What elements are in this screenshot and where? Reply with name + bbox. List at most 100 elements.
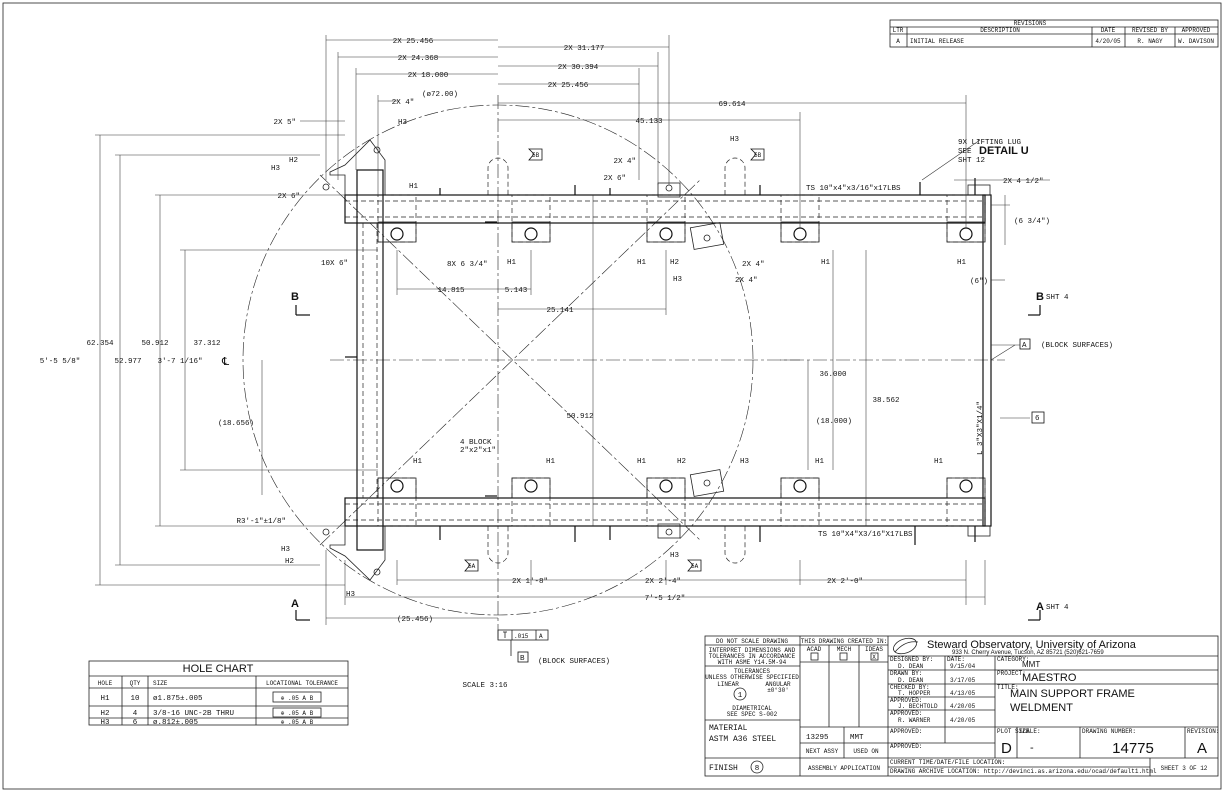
lifting-lug-line-2: SEE xyxy=(958,148,972,156)
revisions-table: REVISIONS LTR DESCRIPTION DATE REVISED B… xyxy=(889,19,1219,48)
flatness-value: .015 xyxy=(514,633,529,640)
title-block: DO NOT SCALE DRAWING INTERPRET DIMENSION… xyxy=(704,635,1219,777)
tolerance-angular-value: ±0°30' xyxy=(767,687,789,694)
designed-by: D. DEAN xyxy=(898,663,924,670)
dim-2x-18000: 2X 18.000 xyxy=(408,72,449,80)
label-h1: H1 xyxy=(637,259,647,267)
interpret-line-1: INTERPRET DIMENSIONS AND xyxy=(709,647,796,654)
dim-dia-72: (ø72.00) xyxy=(422,91,458,99)
dim-2x-25456: 2X 25.456 xyxy=(393,38,434,46)
hole-chart-header-qty: QTY xyxy=(130,680,141,687)
label-h3: H3 xyxy=(670,552,680,560)
frame-plan-view xyxy=(95,35,1050,663)
label-h1: H1 xyxy=(637,458,647,466)
approved-label-1: APPROVED: xyxy=(890,697,922,704)
approved-by-2: R. WARNER xyxy=(898,717,931,724)
block-label-2: 2"x2"x1" xyxy=(460,447,496,455)
tolerance-angular: ANGULAR xyxy=(765,681,791,688)
dim-8x-634: 8X 6 3/4" xyxy=(447,261,488,269)
label-h1: H1 xyxy=(546,458,556,466)
approved-label-2: APPROVED: xyxy=(890,710,922,717)
label-h1: H1 xyxy=(507,259,517,267)
title-line-1: MAIN SUPPORT FRAME xyxy=(1010,688,1135,700)
label-h3: H3 xyxy=(730,136,740,144)
dim-2x-31177: 2X 31.177 xyxy=(564,45,605,53)
dim-14815: 14.815 xyxy=(437,287,465,295)
date-label: DATE: xyxy=(947,656,965,663)
dimension-lines xyxy=(95,35,1050,625)
lifting-lug-detail: DETAIL U xyxy=(979,145,1029,157)
label-h2: H2 xyxy=(670,259,679,267)
datum-a-label: A xyxy=(1022,342,1027,350)
org-name: Steward Observatory, University of Arizo… xyxy=(927,639,1137,651)
material-value: ASTM A36 STEEL xyxy=(709,735,776,744)
next-assy-number: 13295 xyxy=(806,734,829,742)
dim-25141: 25.141 xyxy=(546,307,574,315)
dim-r3: R3'-1"±1/8" xyxy=(236,518,286,526)
label-h1: H1 xyxy=(821,259,831,267)
centerline-symbol: ℄ xyxy=(221,356,229,368)
hole-chart-h1-qty: 10 xyxy=(130,695,140,703)
created-ideas: IDEAS xyxy=(865,646,883,653)
dim-50912: 50.912 xyxy=(141,340,168,348)
dim-69614: 69.614 xyxy=(718,101,746,109)
label-h2: H2 xyxy=(285,558,294,566)
note-5a-flag: 5A xyxy=(468,563,476,570)
note-5b-flag: 5B xyxy=(532,152,540,159)
finish-label: FINISH xyxy=(709,764,738,773)
hole-chart-header-hole: HOLE xyxy=(98,680,113,687)
dim-3-7-116: 3'-7 1/16" xyxy=(157,358,202,366)
dim-7-5-12: 7'-5 1/2" xyxy=(645,595,686,603)
section-b-sheet: SHT 4 xyxy=(1046,294,1069,302)
drawn-by-label: DRAWN BY: xyxy=(890,670,922,677)
label-h3: H3 xyxy=(673,276,683,284)
dim-2x-2-0: 2X 2'-0" xyxy=(827,578,863,586)
bottom-hole-blocks xyxy=(377,477,986,527)
dim-2x-4-mid: 2X 4" xyxy=(613,158,636,166)
dim-634: (6 3/4") xyxy=(1014,218,1050,226)
archive-location: DRAWING ARCHIVE LOCATION: http://devinci… xyxy=(890,768,1157,775)
scale-label: SCALE 3:16 xyxy=(462,682,508,690)
rev-header-ltr: LTR xyxy=(893,27,904,34)
hole-chart-h2-qty: 4 xyxy=(133,710,138,718)
section-a-right: A xyxy=(1036,601,1044,613)
assembly-application: ASSEMBLY APPLICATION xyxy=(808,765,880,772)
dim-2x-4-h2b: 2X 4" xyxy=(735,277,758,285)
tolerances-heading: TOLERANCES xyxy=(734,668,770,675)
rev-header-date: DATE xyxy=(1101,27,1116,34)
block-label-1: 4 BLOCK xyxy=(460,439,492,447)
drawing-number: 14775 xyxy=(1112,740,1154,757)
rev-approved: W. DAVISON xyxy=(1178,38,1214,45)
approved-date-2: 4/20/05 xyxy=(950,717,976,724)
dim-2x-24368: 2X 24.368 xyxy=(398,55,439,63)
dim-2x-25456b: 2X 25.456 xyxy=(548,82,589,90)
material-label: MATERIAL xyxy=(709,724,748,733)
scale-field-label: SCALE: xyxy=(1019,728,1041,735)
dim-45133: 45.133 xyxy=(635,118,663,126)
drawn-by: D. DEAN xyxy=(898,677,924,684)
dim-18000-paren: (18.000) xyxy=(816,418,852,426)
org-address: 933 N. Cherry Avenue, Tucson, AZ 85721 (… xyxy=(952,650,1104,656)
created-acad: ACAD xyxy=(807,646,822,653)
category-label: CATEGORY: xyxy=(997,656,1029,663)
rev-header-approved: APPROVED xyxy=(1182,27,1211,34)
rev-description: INITIAL RELEASE xyxy=(910,38,964,45)
interpret-line-2: TOLERANCES IN ACCORDANCE xyxy=(709,653,796,660)
dim-38562: 38.562 xyxy=(872,397,899,405)
dim-36000: 36.000 xyxy=(819,371,847,379)
dim-2x-4-top: 2X 4" xyxy=(392,99,415,107)
used-on-value: MMT xyxy=(850,734,864,742)
hole-chart-h3-size: ø.812±.005 xyxy=(153,719,199,727)
hole-chart-h1-size: ø1.875±.005 xyxy=(153,695,203,703)
rev-date: 4/20/05 xyxy=(1095,38,1121,45)
hole-chart-h3-hole: H3 xyxy=(100,719,110,727)
datum-a-callout xyxy=(990,338,1031,361)
revision-value: A xyxy=(1197,740,1207,757)
angle-label: L 3"X3"X1/4" xyxy=(977,401,985,455)
hole-chart-header-size: SIZE xyxy=(153,680,168,687)
revision-label: REVISION: xyxy=(1187,728,1219,735)
dim-52977: 52.977 xyxy=(114,358,141,366)
label-h1: H1 xyxy=(413,458,423,466)
note-flags xyxy=(464,148,1045,572)
